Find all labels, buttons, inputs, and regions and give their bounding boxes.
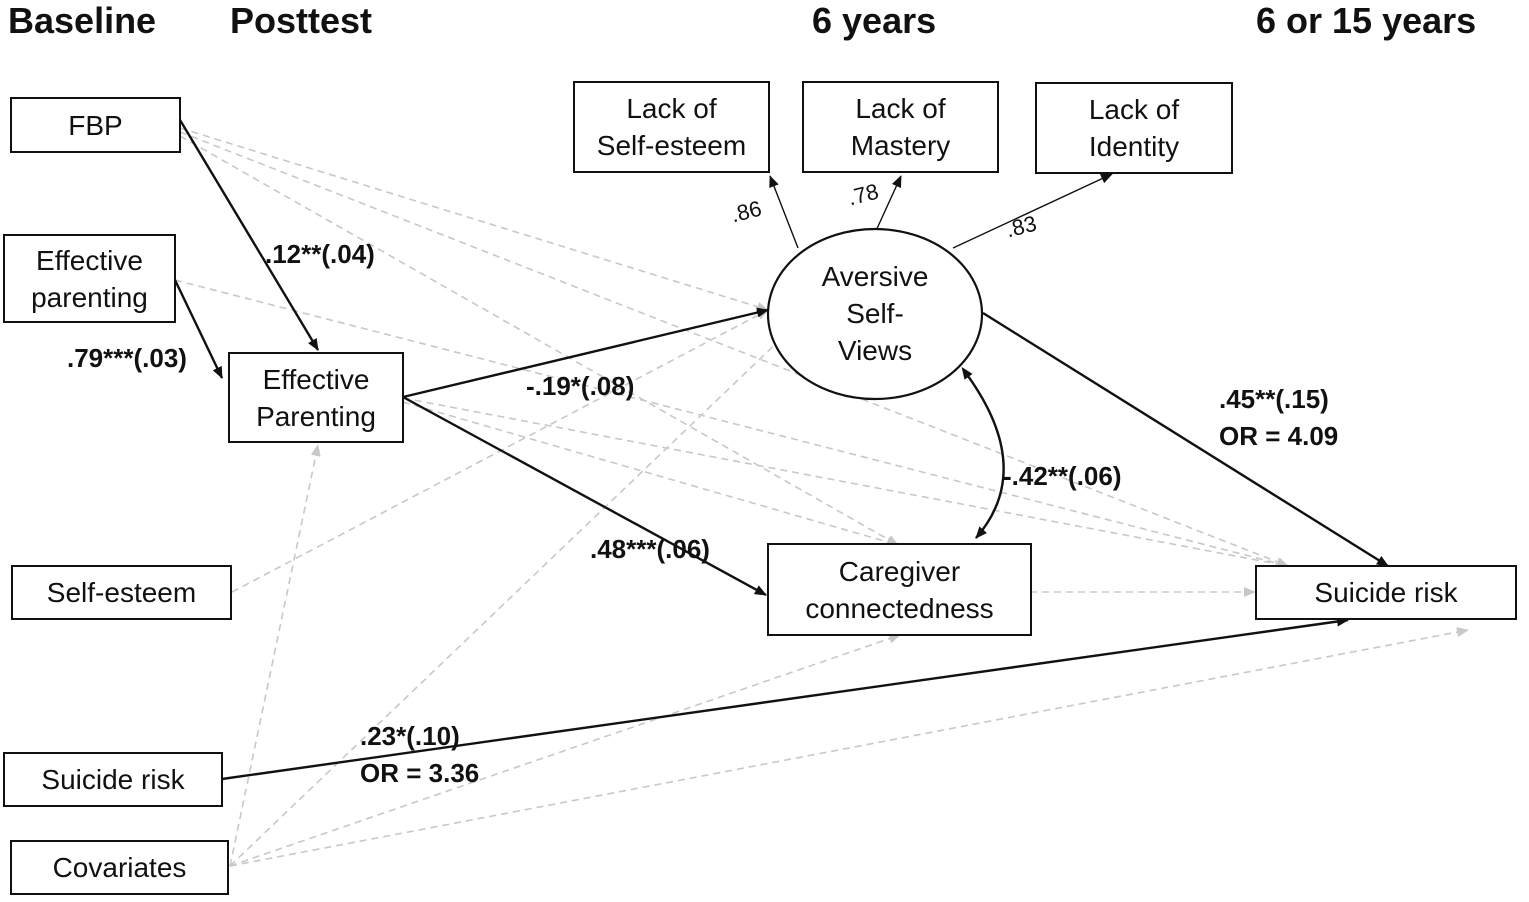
effective-parenting-posttest-box: Effective Parenting	[228, 352, 404, 443]
aversive-self-views-oval	[766, 227, 984, 401]
lack-of-self-esteem-label: Lack of Self-esteem	[596, 93, 747, 161]
loading-paths	[769, 173, 1113, 249]
nonsignificant-paths	[174, 127, 1469, 867]
self-esteem-box: Self-esteem	[11, 565, 232, 620]
coef-aversive-caregiver-covariance: -.42**(.06)	[1003, 461, 1122, 491]
coef-aversive-to-suicide: .45**(.15) OR = 4.09	[1219, 384, 1339, 451]
caregiver-connectedness-label: Caregiver connectedness	[805, 555, 994, 624]
effective-parenting-baseline-box: Effective parenting	[3, 234, 176, 323]
lack-of-identity-box: Lack of Identity	[1035, 82, 1233, 174]
effective-parenting-baseline-label: Effective parenting	[31, 244, 148, 313]
suicide-risk-outcome-label: Suicide risk	[1314, 577, 1458, 608]
suicide-risk-baseline-label: Suicide risk	[41, 764, 185, 795]
suicide-risk-outcome-box: Suicide risk	[1255, 565, 1517, 620]
aversive-self-views-label: Aversive Self- Views	[821, 261, 929, 366]
coef-parenting-stability: .79***(.03)	[67, 343, 187, 373]
coef-baseline-suicide-to-outcome: .23*(.10) OR = 3.36	[360, 721, 480, 788]
fbp-box: FBP	[10, 97, 181, 153]
header-baseline: Baseline	[8, 0, 157, 41]
header-6-or-15-years: 6 or 15 years	[1256, 0, 1477, 41]
lack-of-identity-label: Lack of Identity	[1088, 94, 1180, 162]
lack-of-mastery-box: Lack of Mastery	[802, 81, 999, 173]
header-6-years: 6 years	[812, 0, 937, 41]
lack-of-self-esteem-box: Lack of Self-esteem	[573, 81, 770, 173]
caregiver-connectedness-box: Caregiver connectedness	[767, 543, 1032, 636]
significant-paths	[173, 119, 1389, 781]
suicide-risk-baseline-box: Suicide risk	[3, 752, 223, 807]
header-posttest: Posttest	[230, 0, 373, 41]
effective-parenting-posttest-label: Effective Parenting	[256, 363, 376, 432]
coef-parenting-to-aversive: -.19*(.08)	[526, 371, 635, 401]
coef-parenting-to-caregiver: .48***(.06)	[590, 534, 710, 564]
coef-fbp-to-parenting: .12**(.04)	[265, 239, 375, 269]
covariates-box: Covariates	[10, 840, 229, 895]
fbp-label: FBP	[68, 109, 123, 141]
lack-of-mastery-label: Lack of Mastery	[850, 93, 951, 161]
self-esteem-label: Self-esteem	[46, 577, 197, 608]
covariates-label: Covariates	[52, 852, 187, 883]
